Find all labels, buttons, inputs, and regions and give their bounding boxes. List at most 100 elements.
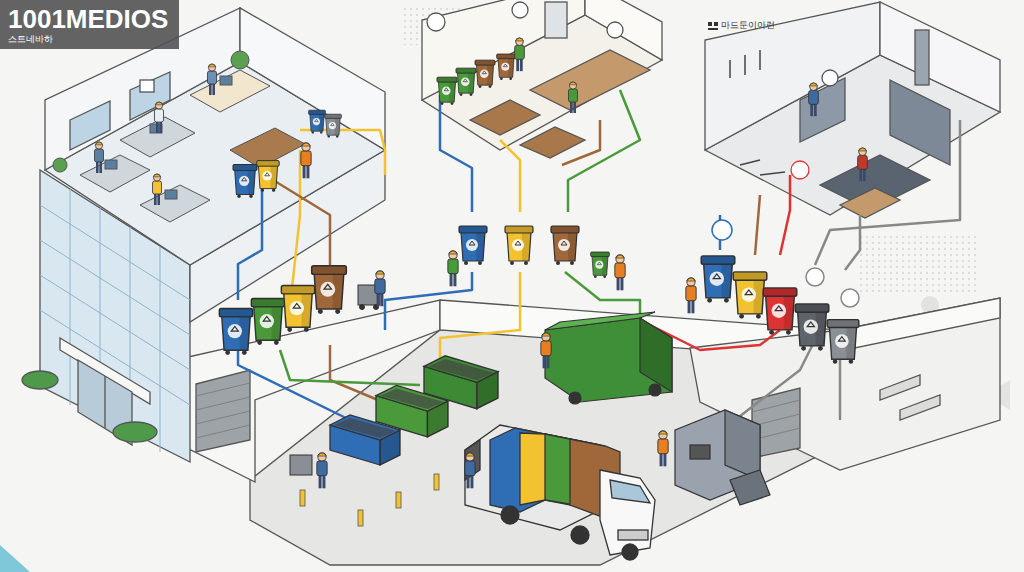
office-building — [70, 189, 71, 405]
sorting-machine — [725, 410, 760, 480]
workshop-room — [730, 50, 785, 175]
loading-dock — [880, 375, 920, 400]
compactor-truck — [545, 318, 672, 402]
office-bins — [312, 266, 347, 314]
flow-lines — [568, 90, 640, 212]
workshop-bins — [841, 289, 859, 307]
kitchen-room — [512, 2, 528, 18]
loading-dock — [175, 298, 1000, 565]
workshop-bins — [733, 272, 767, 319]
flow-lines — [238, 185, 262, 300]
workshop-room — [915, 30, 929, 85]
workshop-room — [760, 172, 785, 175]
office-desks — [190, 70, 270, 112]
office-building — [40, 275, 190, 370]
kitchen-room — [545, 2, 567, 38]
background-decor — [0, 545, 30, 572]
flow-lines — [755, 195, 760, 255]
workshop-room — [740, 160, 760, 165]
bollards — [434, 474, 439, 490]
brand-tagline: 스트네바하 — [8, 34, 171, 45]
office-desks — [231, 51, 249, 69]
office-building — [140, 80, 154, 92]
brand-name: 1001MEDIOS — [8, 4, 171, 34]
bollards — [358, 510, 363, 526]
sorting-machine — [675, 410, 770, 505]
workers — [658, 431, 668, 467]
office-desks — [140, 185, 210, 222]
workshop-room — [729, 60, 731, 78]
sorting-machine — [690, 445, 710, 459]
loading-dock — [196, 425, 250, 438]
workshop-room — [822, 70, 838, 86]
office-desks — [105, 160, 117, 169]
compactor-truck — [569, 392, 581, 404]
office-building — [240, 8, 385, 150]
workshop-bins — [701, 256, 735, 303]
compactor-truck — [545, 312, 655, 330]
workers — [858, 148, 868, 181]
workshop-room — [800, 78, 845, 142]
workshop-room — [705, 2, 1000, 218]
workers — [448, 251, 458, 287]
workers — [95, 38, 868, 488]
office-building — [113, 422, 157, 442]
workshop-room — [705, 2, 880, 150]
compactor-truck — [649, 384, 661, 396]
central-bins — [505, 226, 533, 265]
workshop-room — [890, 80, 950, 165]
workers — [541, 333, 551, 369]
kitchen-room — [585, 0, 662, 60]
collection-truck — [571, 526, 589, 544]
office-desks — [53, 158, 67, 172]
sorting-machine — [730, 470, 770, 505]
office-building — [130, 72, 170, 120]
flow-lines — [385, 272, 472, 330]
kitchen-bins — [475, 60, 495, 88]
workers — [95, 142, 104, 173]
kitchen-bins — [456, 68, 476, 96]
workers — [615, 255, 625, 291]
compactor-truck — [545, 312, 672, 404]
office-bins — [251, 299, 284, 345]
kitchen-room — [470, 100, 540, 135]
office-desks — [80, 155, 150, 192]
workers — [569, 82, 578, 113]
kitchen-room — [520, 127, 585, 158]
kitchen-room — [607, 22, 623, 38]
header-icon — [708, 22, 712, 26]
flow-lines — [280, 350, 420, 385]
flow-lines — [238, 90, 960, 420]
office-bins — [281, 286, 314, 332]
loading-dock — [196, 411, 250, 424]
kitchen-bins — [437, 54, 515, 105]
loading-dock — [196, 370, 250, 452]
office-bins — [219, 110, 346, 355]
collection-truck — [622, 544, 638, 560]
loading-dock — [840, 298, 1000, 350]
dumpsters — [424, 356, 498, 409]
office-building — [22, 371, 58, 389]
central-bins — [459, 226, 487, 265]
central-bins — [591, 252, 610, 278]
workshop-bins — [712, 220, 732, 240]
background-decor — [860, 235, 980, 295]
flow-lines — [780, 175, 790, 255]
office-building — [70, 101, 110, 150]
flow-lines — [845, 215, 860, 270]
workers — [515, 38, 525, 71]
workshop-bins — [827, 320, 859, 364]
loading-dock — [196, 383, 250, 396]
office-bins — [219, 309, 252, 355]
flow-lines — [735, 340, 815, 420]
office-bins — [257, 161, 279, 192]
kitchen-bins — [437, 77, 457, 105]
office-building — [104, 376, 105, 428]
central-bins — [459, 226, 609, 278]
header-icon — [708, 22, 718, 30]
workshop-room — [744, 55, 746, 75]
workshop-bins — [806, 268, 824, 286]
workers — [375, 271, 385, 307]
background-decor — [0, 5, 1010, 572]
kitchen-bins — [497, 54, 516, 80]
